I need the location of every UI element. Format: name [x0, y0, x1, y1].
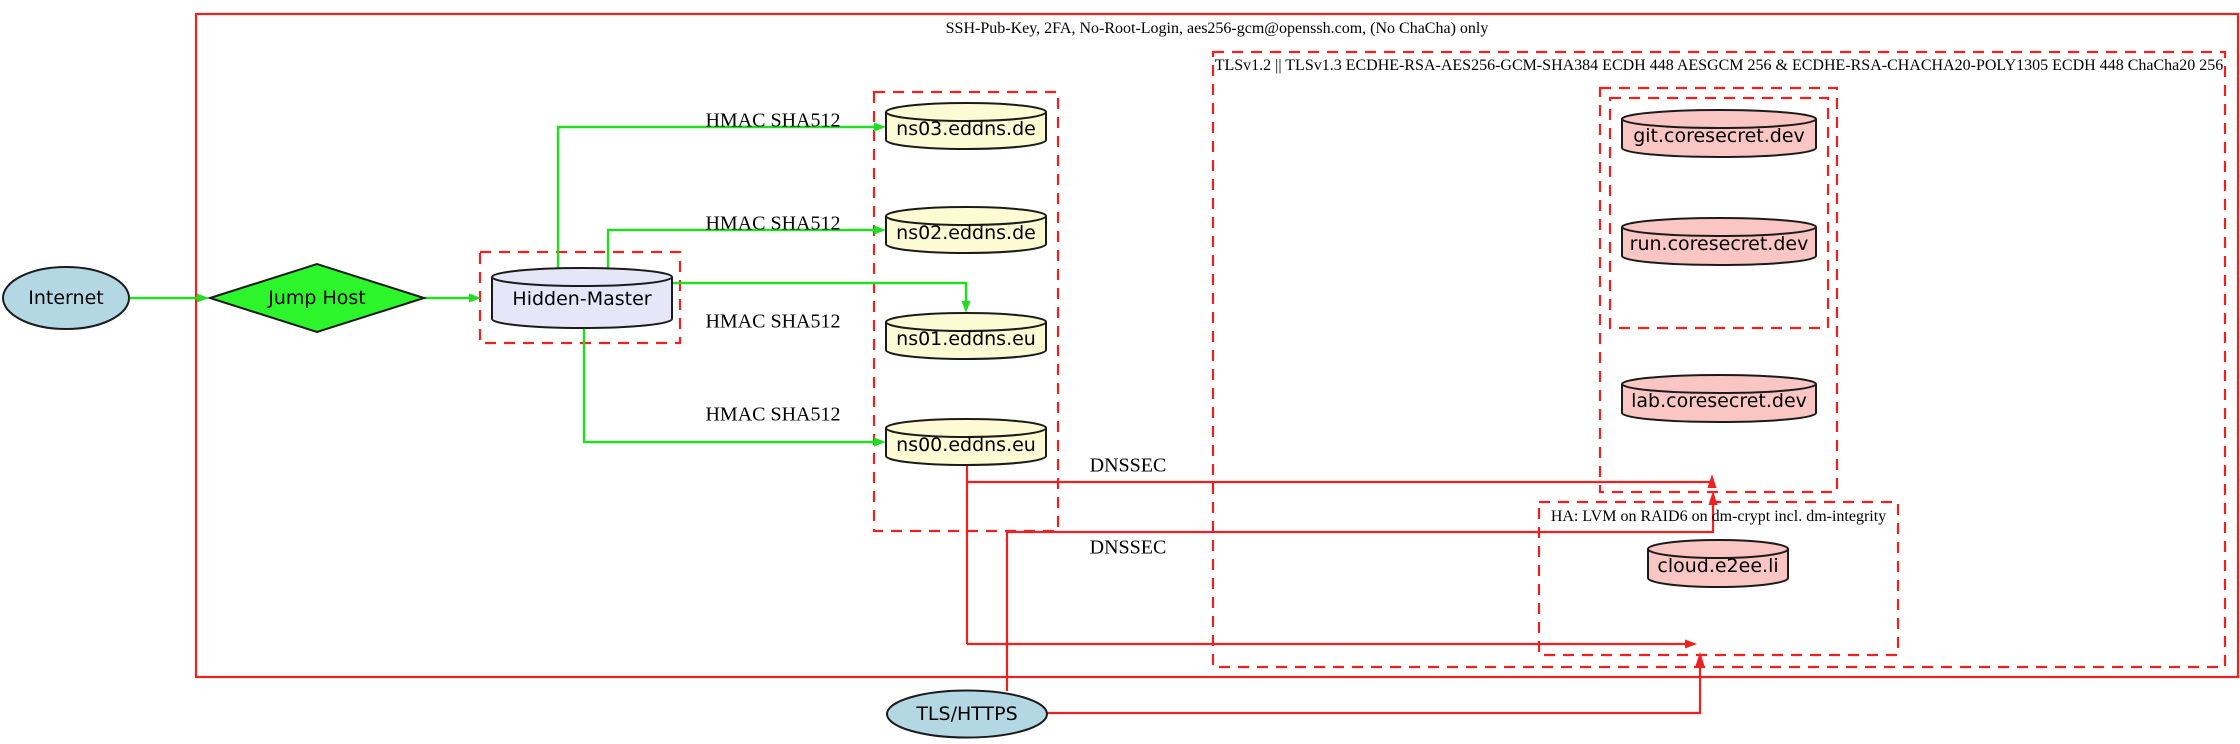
tls-cluster-border: [1211, 50, 2227, 669]
arrowhead-ns02: [874, 225, 886, 235]
git-node-shape: [1621, 109, 1817, 158]
ssh-cluster-label: SSH-Pub-Key, 2FA, No-Root-Login, aes256-…: [945, 20, 1489, 37]
hidden-master-cluster-border: [478, 250, 682, 345]
edge-hm-ns00: [582, 328, 875, 444]
edge-hm-ns02: [606, 228, 875, 268]
run-node-shape: [1621, 217, 1817, 266]
ns01-node-label: ns01.eddns.eu: [896, 328, 1036, 350]
edge-label-hmac-ns01: HMAC SHA512: [705, 310, 841, 333]
edge-hm-ns03: [556, 125, 875, 268]
git-node-label: git.coresecret.dev: [1633, 125, 1805, 147]
arrowhead-ns00: [874, 437, 886, 447]
arrowhead-ns03: [874, 122, 886, 132]
ns01-node-shape: [885, 312, 1047, 360]
cylinder-nodes: [491, 102, 1817, 588]
run-node-label: run.coresecret.dev: [1629, 233, 1809, 255]
edge-tls-coresecret: [1005, 505, 1715, 691]
ns-cluster-border: [872, 90, 1060, 533]
cloud-node-shape: [1647, 539, 1789, 588]
edge-label-dnssec-2: DNSSEC: [1089, 536, 1167, 559]
edge-hm-ns01: [672, 281, 968, 302]
cloud-node-label: cloud.e2ee.li: [1657, 555, 1779, 577]
edge-label-dnssec-1: DNSSEC: [1089, 454, 1167, 477]
lab-node-shape: [1621, 374, 1817, 423]
tls-cluster-label: TLSv1.2 || TLSv1.3 ECDHE-RSA-AES256-GCM-…: [1214, 57, 2224, 74]
edge-label-hmac-ns02: HMAC SHA512: [705, 212, 841, 235]
internet-node-label: Internet: [28, 287, 104, 309]
tls-https-node-label: TLS/HTTPS: [916, 703, 1018, 725]
cluster-borders: [194, 12, 2240, 679]
red-edges: [965, 465, 1715, 715]
green-arrowheads: [197, 122, 971, 447]
jump-host-node-shape: [206, 262, 428, 334]
arrowhead-jumphost: [197, 293, 209, 303]
ssh-cluster-border: [194, 12, 2240, 679]
edge-label-hmac-ns00: HMAC SHA512: [705, 403, 841, 426]
green-edges: [130, 125, 968, 444]
ns02-node-shape: [885, 206, 1047, 254]
ns02-node-label: ns02.eddns.de: [896, 222, 1036, 244]
arrowhead-tls-ha: [1695, 652, 1705, 666]
hidden-master-node-label: Hidden-Master: [512, 288, 652, 310]
arrowhead-dnssec-ha: [1685, 639, 1697, 649]
ha-cluster-border: [1537, 500, 1900, 657]
coresecret-cluster-border: [1598, 86, 1839, 494]
jump-host-node-label: Jump Host: [268, 287, 366, 309]
ns03-node-label: ns03.eddns.de: [896, 118, 1036, 140]
ns00-node-label: ns00.eddns.eu: [896, 434, 1036, 456]
arrowhead-ns01: [961, 301, 971, 313]
tls-https-node-shape: [886, 689, 1048, 739]
arrowhead-tls-coresecret: [1708, 491, 1718, 505]
ha-cluster-label: HA: LVM on RAID6 on dm-crypt incl. dm-in…: [1550, 508, 1887, 525]
gitrun-subcluster-border: [1608, 96, 1830, 330]
arrowhead-hiddenmaster: [469, 293, 481, 303]
internet-node-shape: [2, 266, 130, 330]
hidden-master-node-shape: [491, 267, 673, 329]
red-arrowheads: [1685, 474, 1718, 666]
edge-label-hmac-ns03: HMAC SHA512: [705, 109, 841, 132]
arrowhead-dnssec-coresecret: [1707, 474, 1717, 488]
edge-tls-ha: [1047, 666, 1702, 715]
shape-nodes: [2, 262, 1048, 739]
ns03-node-shape: [885, 102, 1047, 150]
ns00-node-shape: [885, 418, 1047, 466]
lab-node-label: lab.coresecret.dev: [1631, 390, 1807, 412]
